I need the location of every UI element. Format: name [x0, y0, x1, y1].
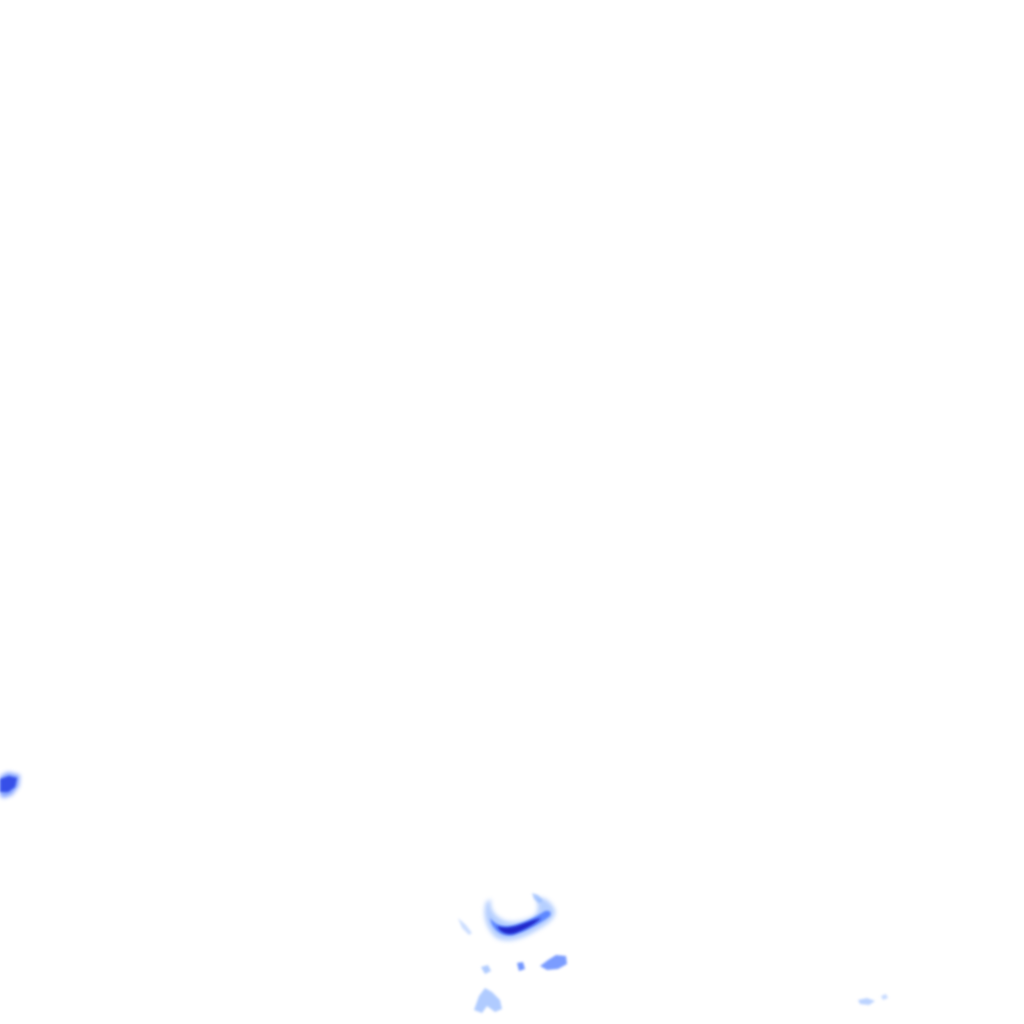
- echo-speck-2: [881, 994, 888, 1000]
- echo-lower-cluster: [474, 988, 502, 1013]
- echo-west-edge: [0, 772, 20, 798]
- echo-speck-1: [858, 998, 875, 1005]
- echo-fragment-1: [481, 965, 491, 974]
- echo-south-arc-hook: [532, 893, 543, 903]
- echo-south-arc-core: [497, 918, 541, 934]
- echo-fragment-3: [540, 955, 567, 970]
- echo-fragment-2: [517, 962, 525, 971]
- echo-south-lower: [474, 988, 502, 1013]
- echo-west-edge-core: [0, 776, 17, 792]
- echo-southeast-speck: [858, 994, 888, 1005]
- echo-south-arc-wisp: [458, 918, 472, 935]
- echo-south-arc: [458, 893, 556, 941]
- echo-south-fragments: [481, 955, 567, 974]
